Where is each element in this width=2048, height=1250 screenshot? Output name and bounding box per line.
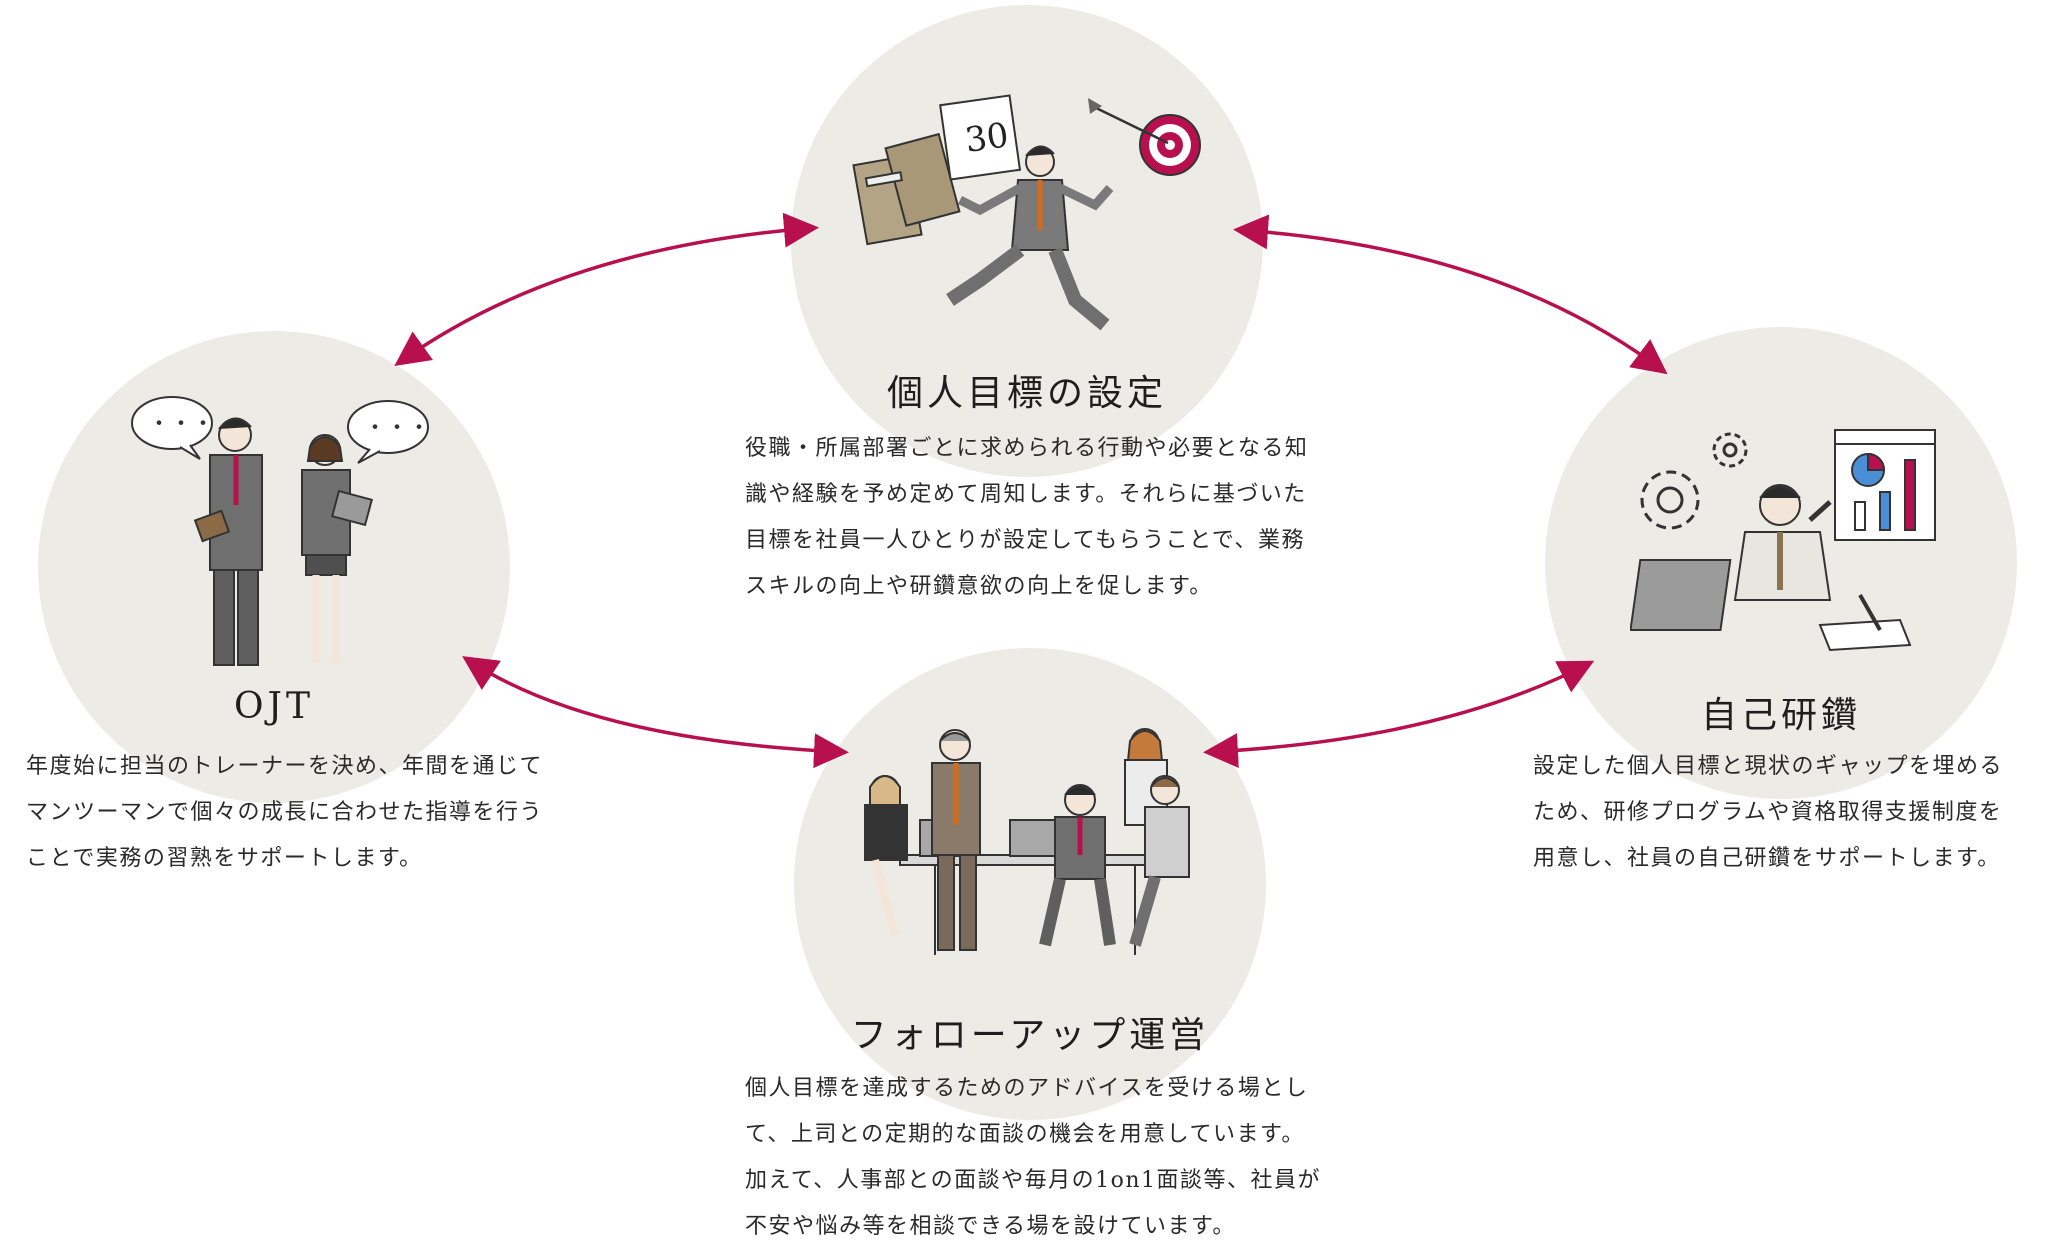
businessman-figure <box>1630 484 1912 652</box>
running-businessman-illustration: 30 <box>852 94 1201 331</box>
arrow-left-top <box>394 212 819 367</box>
arrow-bottom-right <box>1203 660 1595 769</box>
left-circle <box>38 331 510 803</box>
analytics-chart-icon <box>1808 429 1936 541</box>
left-title: OJT <box>234 686 314 727</box>
calendar-icon: 30 <box>939 94 1022 181</box>
person-figure <box>931 729 981 951</box>
businesswoman-figure <box>301 434 374 663</box>
top-description: 役職・所属部署ごとに求められる行動や必要となる知 識や経験を予め定めて周知します… <box>745 436 1309 599</box>
person-figure <box>864 775 908 937</box>
right-title: 自己研鑽 <box>1700 695 1861 736</box>
left-description: 年度始に担当のトレーナーを決め、年間を通じて マンツーマンで個々の成長に合わせた… <box>26 754 544 871</box>
right-description: 設定した個人目標と現状のギャップを埋める ため、研修プログラムや資格取得支援制度… <box>1533 754 2004 871</box>
svg-text:・・・: ・・・ <box>148 412 214 437</box>
svg-text:30: 30 <box>963 115 1011 161</box>
person-figure <box>1129 775 1190 947</box>
book-icon <box>852 132 961 246</box>
businessman-figure <box>193 417 263 666</box>
bottom-circle <box>794 648 1266 1120</box>
gear-icon <box>1640 432 1748 530</box>
dart-target-icon <box>1088 98 1201 176</box>
person-figure <box>1039 784 1116 947</box>
svg-text:・・・: ・・・ <box>364 416 430 441</box>
speech-bubble-icon: ・・・ <box>347 400 430 464</box>
businessman-figure <box>946 145 1114 331</box>
bottom-description: 個人目標を達成するためのアドバイスを受ける場とし て、上司との定期的な面談の機会… <box>745 1076 1321 1239</box>
top-title: 個人目標の設定 <box>886 373 1167 414</box>
arrow-top-right <box>1233 214 1668 375</box>
arrow-left-bottom <box>462 656 849 769</box>
bottom-title: フォローアップ運営 <box>850 1015 1210 1056</box>
self-study-businessman-illustration <box>1630 429 1936 652</box>
team-meeting-illustration <box>864 728 1190 955</box>
two-colleagues-talking-illustration: ・・・ ・・・ <box>131 396 430 666</box>
speech-bubble-icon: ・・・ <box>131 396 214 460</box>
